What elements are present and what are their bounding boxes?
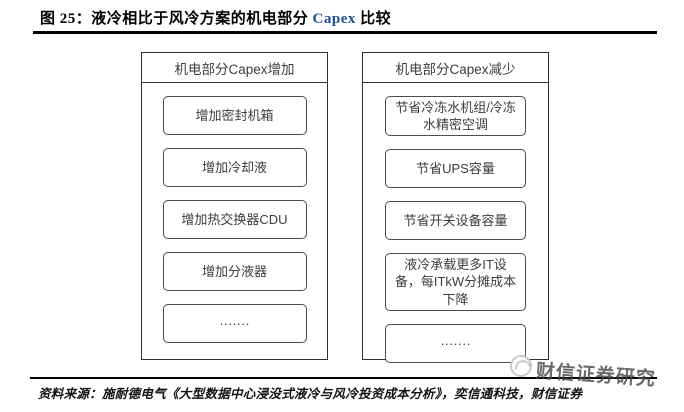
- title-text-zh-after: 比较: [355, 11, 392, 27]
- capex-decrease-body: 节省冷冻水机组/冷冻水精密空调 节省UPS容量 节省开关设备容量 液冷承载更多I…: [363, 83, 548, 363]
- capex-decrease-item: 节省UPS容量: [385, 149, 526, 189]
- watermark-swirl-logo-icon: [510, 355, 532, 377]
- figure-number-label: 图 25：: [40, 11, 92, 27]
- capex-increase-item-ellipsis: ·······: [162, 304, 307, 343]
- capex-decrease-panel: 机电部分Capex减少 节省冷冻水机组/冷冻水精密空调 节省UPS容量 节省开关…: [362, 52, 549, 363]
- capex-increase-item: 增加热交换器CDU: [162, 200, 307, 239]
- capex-decrease-item: 节省冷冻水机组/冷冻水精密空调: [385, 96, 526, 137]
- footer-divider: [30, 377, 657, 379]
- capex-increase-panel: 机电部分Capex增加 增加密封机箱 增加冷却液 增加热交换器CDU 增加分液器…: [141, 52, 328, 360]
- capex-decrease-item-ellipsis: ·······: [385, 323, 526, 363]
- capex-increase-header: 机电部分Capex增加: [142, 53, 327, 83]
- capex-decrease-item: 液冷承载更多IT设备，每ITkW分摊成本下降: [385, 253, 526, 311]
- capex-increase-item: 增加冷却液: [162, 148, 307, 187]
- capex-increase-item: 增加密封机箱: [162, 96, 307, 135]
- capex-increase-body: 增加密封机箱 增加冷却液 增加热交换器CDU 增加分液器 ·······: [142, 83, 327, 343]
- title-underline: [33, 31, 657, 34]
- title-text-capex: Capex: [312, 11, 356, 27]
- capex-increase-item: 增加分液器: [162, 252, 307, 291]
- capex-decrease-item: 节省开关设备容量: [385, 201, 526, 241]
- title-text-zh-before: 液冷相比于风冷方案的机电部分: [91, 11, 313, 27]
- source-note: 资料来源：施耐德电气《大型数据中心浸没式液冷与风冷投资成本分析》，奕信通科技，财…: [38, 387, 583, 401]
- figure-title: 图 25：液冷相比于风冷方案的机电部分 Capex 比较: [40, 7, 391, 28]
- capex-decrease-header: 机电部分Capex减少: [363, 53, 548, 83]
